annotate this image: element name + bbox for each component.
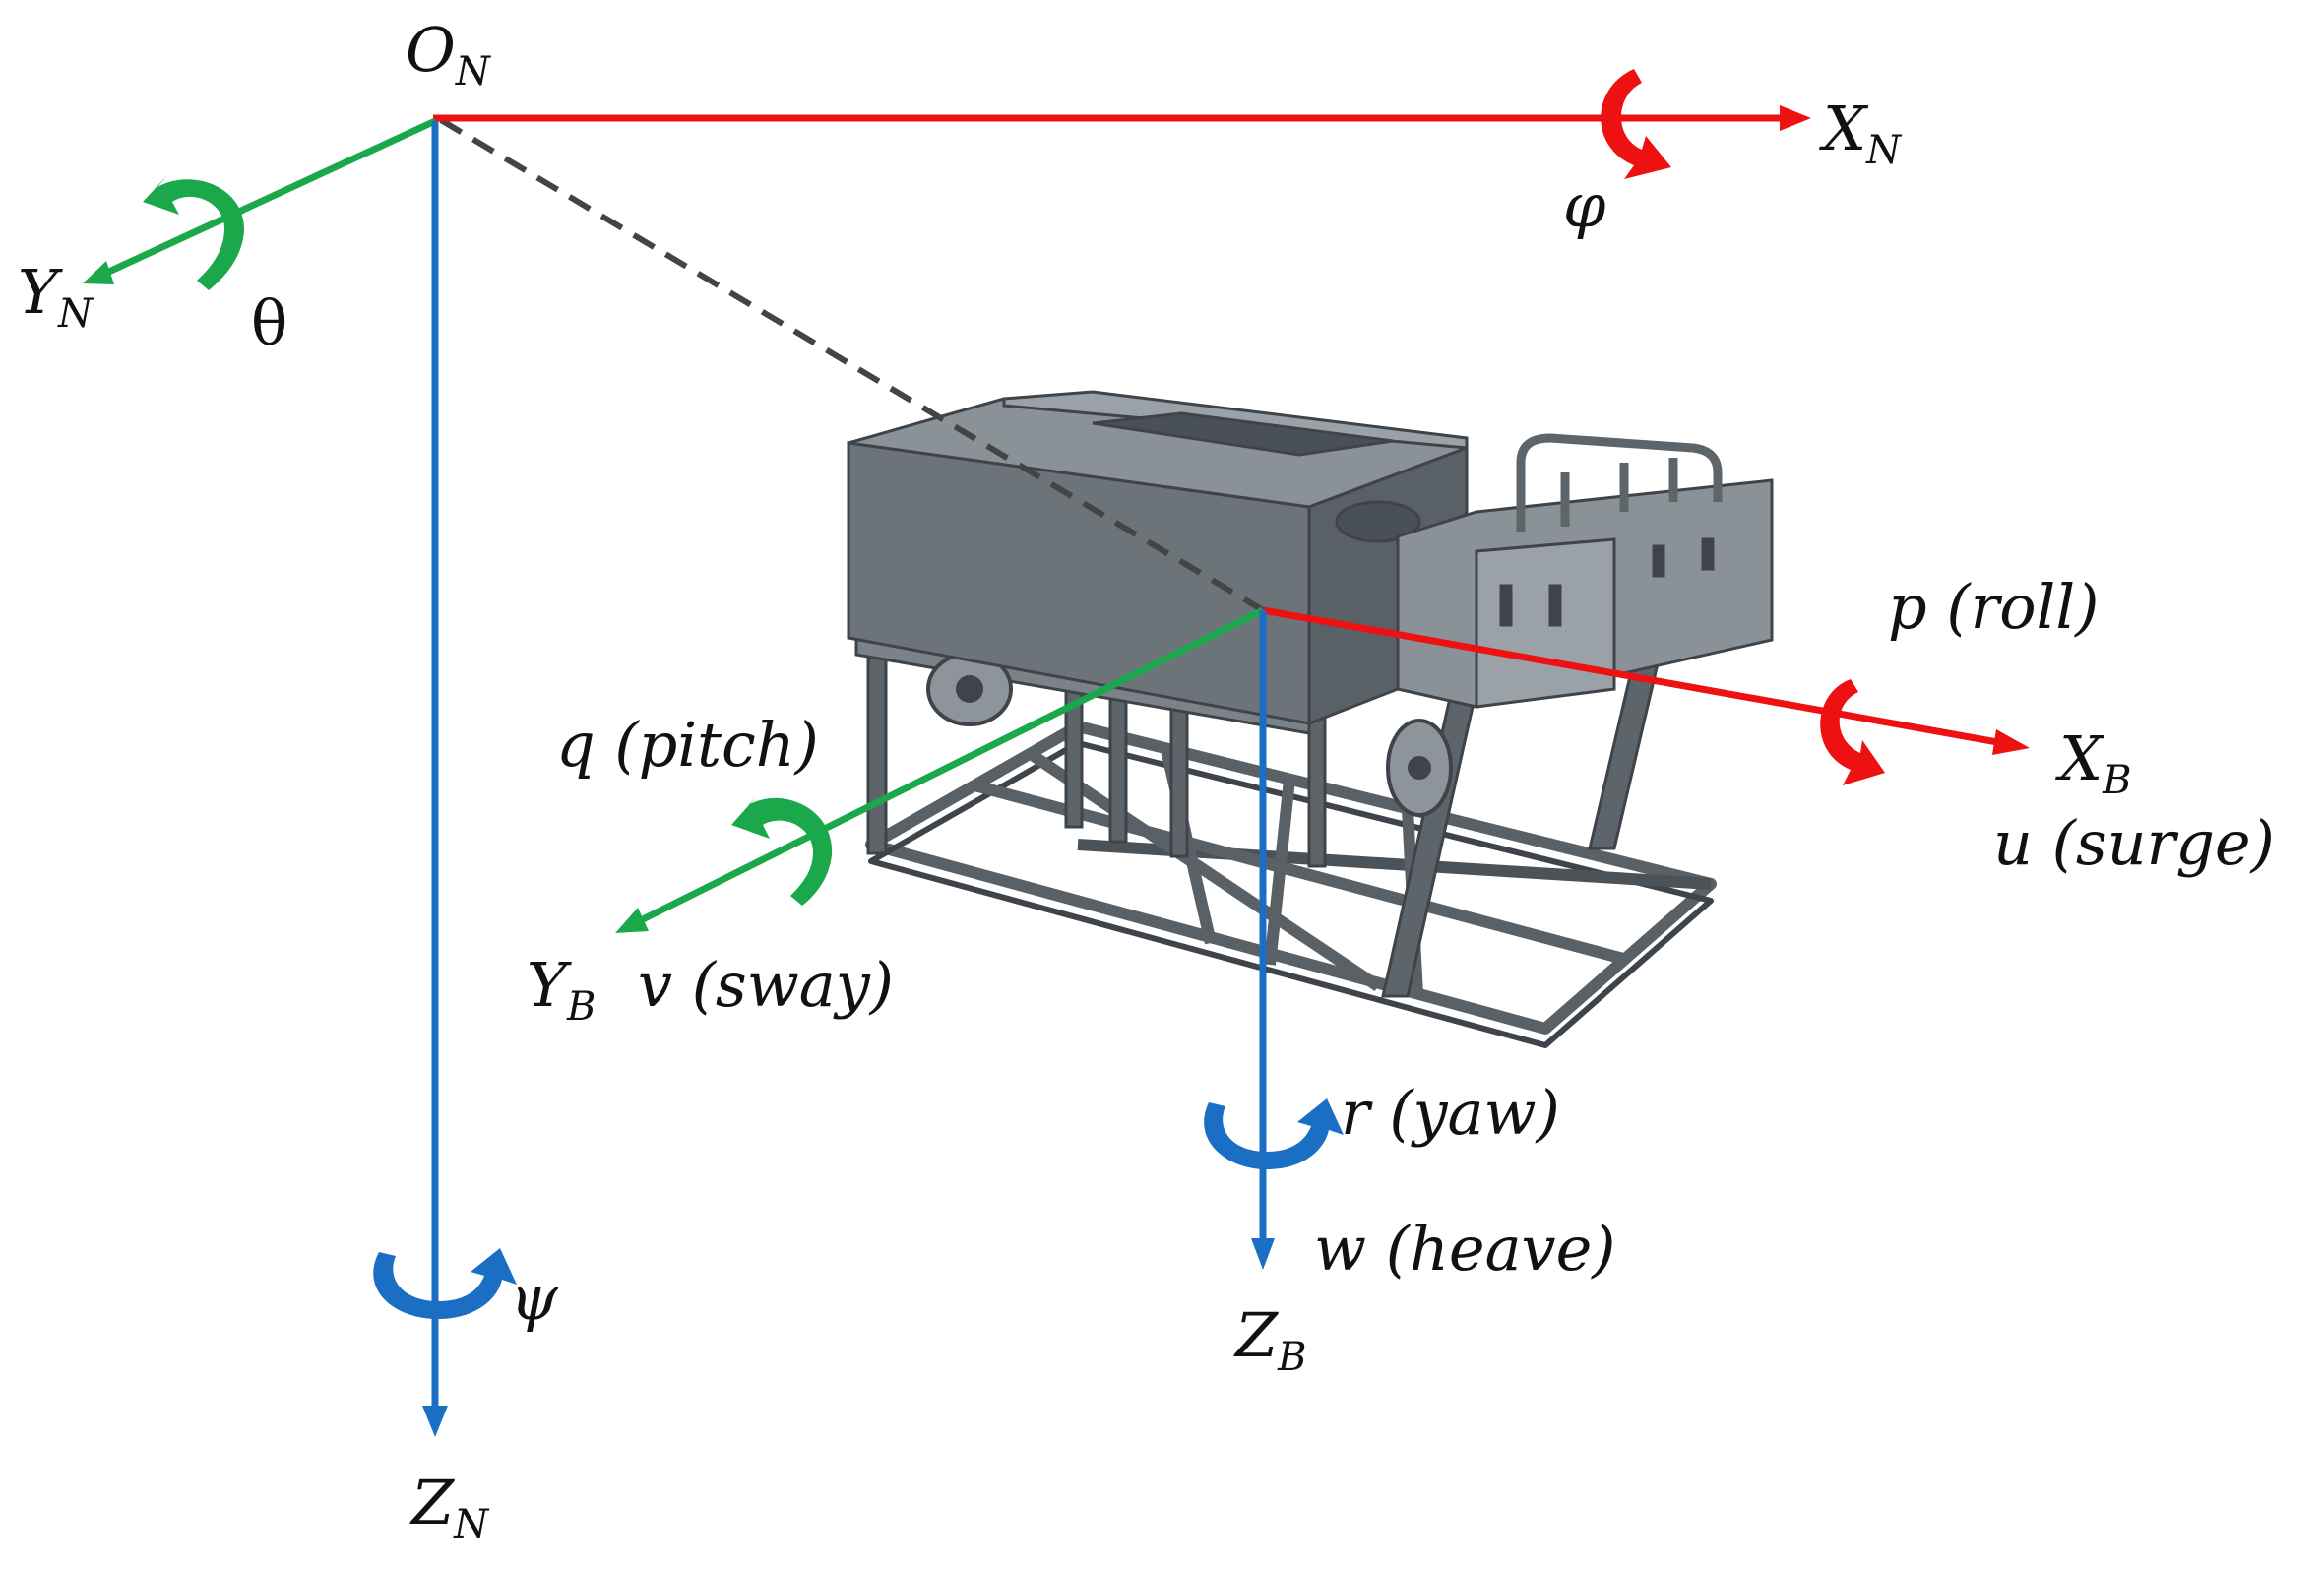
- label-z-n: ZN: [409, 1467, 490, 1547]
- label-sway: v (sway): [638, 949, 894, 1021]
- vehicle-skid-frame: [865, 721, 1717, 1048]
- label-origin-n: ON: [406, 14, 492, 94]
- label-pitch: q (pitch): [556, 709, 819, 781]
- rov-vehicle-illustration: [847, 390, 1774, 1048]
- thruster-right: [1386, 719, 1453, 817]
- rotation-pitch-icon: [731, 797, 833, 906]
- label-psi: ψ: [510, 1262, 559, 1334]
- label-surge: u (surge): [1993, 807, 2275, 879]
- label-x-n: XN: [1819, 93, 1903, 173]
- rotation-roll-icon: [1820, 679, 1885, 785]
- label-roll: p (roll): [1888, 571, 2099, 643]
- label-theta: θ: [251, 287, 287, 359]
- body-y-axis: [615, 606, 1265, 933]
- rotation-phi-icon: [1601, 69, 1671, 179]
- label-heave: w (heave): [1314, 1213, 1615, 1285]
- body-x-axis: [1262, 606, 2030, 755]
- vehicle-main-body: [847, 390, 1469, 726]
- inertial-y-axis: [83, 117, 437, 284]
- label-y-b: YB: [527, 949, 596, 1030]
- body-z-axis: [1251, 610, 1275, 1270]
- rotation-yaw-icon: [1204, 1098, 1344, 1169]
- inertial-z-axis: [422, 121, 448, 1437]
- rotation-theta-icon: [143, 175, 245, 290]
- rotation-psi-icon: [373, 1248, 517, 1319]
- inertial-x-axis: [433, 105, 1811, 131]
- label-phi: φ: [1563, 169, 1606, 241]
- label-y-n: YN: [18, 256, 94, 337]
- label-z-b: ZB: [1233, 1299, 1307, 1380]
- label-x-b: XB: [2055, 722, 2132, 803]
- vehicle-legs: [866, 643, 1661, 998]
- origin-link-dashed: [439, 117, 1265, 613]
- label-yaw: r (yaw): [1341, 1077, 1560, 1149]
- thruster-left: [926, 652, 1013, 726]
